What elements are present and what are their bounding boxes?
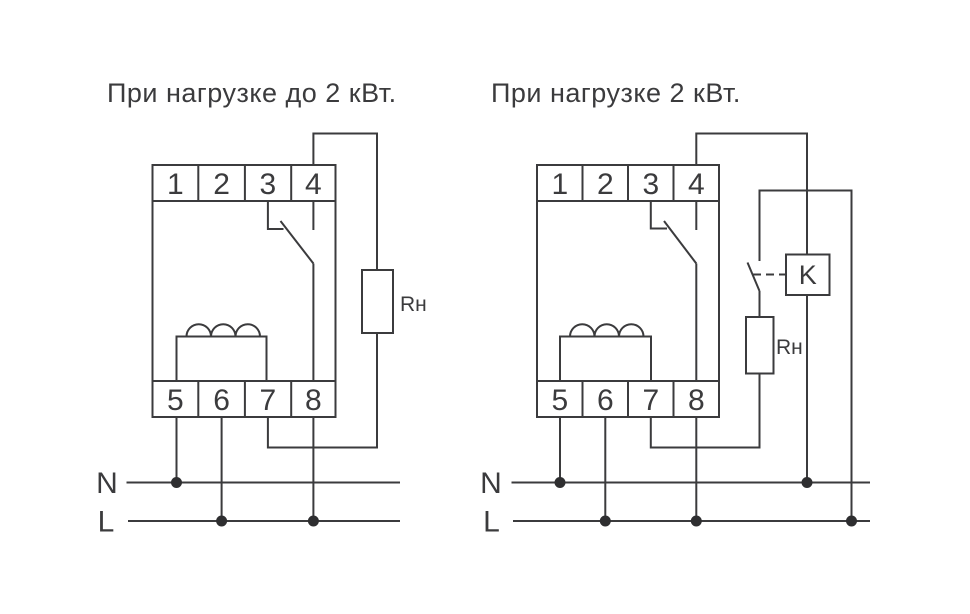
resistor-body (361, 269, 394, 334)
coil-leads (559, 335, 652, 381)
relay-contact-symbol (649, 201, 698, 381)
relay-device: 1 2 3 4 5 6 7 8 (536, 164, 720, 418)
neutral-label: N (480, 467, 502, 500)
terminal-cell-dividers (581, 165, 675, 417)
terminal-label-6: 6 (597, 384, 614, 417)
relay-device: 1 2 3 4 5 6 7 8 (151, 164, 337, 418)
load-resistor: Rн (361, 269, 427, 334)
coil-symbol (559, 323, 652, 381)
terminal-label-7: 7 (260, 384, 277, 417)
junction-dot (171, 477, 182, 488)
wire-terminal4-to-load (312, 132, 378, 270)
terminal-label-2: 2 (597, 168, 614, 201)
line-label: L (98, 506, 115, 539)
neutral-bus: N (96, 467, 400, 500)
terminal-label-8: 8 (305, 384, 322, 417)
terminal-label-7: 7 (642, 384, 659, 417)
wire-load-to-terminal7 (266, 333, 378, 449)
contact-blade (279, 220, 315, 265)
terminal-label-4: 4 (688, 168, 705, 201)
load-label: Rн (776, 336, 803, 359)
junction-dot (690, 515, 702, 527)
terminal-label-5: 5 (167, 384, 184, 417)
contactor-label: K (799, 260, 817, 290)
coil-symbol (175, 323, 268, 381)
contactor-switch-symbol (746, 262, 786, 317)
junction-dot (216, 515, 228, 527)
relay-contact-symbol (266, 201, 315, 381)
switch-blade (746, 262, 761, 292)
coil-windings (569, 323, 645, 337)
relay-outline (151, 164, 337, 418)
coil-windings (185, 323, 261, 337)
terminal-label-5: 5 (551, 384, 568, 417)
junction-dot (846, 515, 857, 527)
resistor-body (745, 316, 775, 375)
wire-load-to-terminal7 (649, 373, 761, 449)
terminal-label-3: 3 (642, 168, 659, 201)
wire-terminal4-to-contactor (695, 132, 808, 255)
terminal-label-2: 2 (213, 168, 230, 201)
relay-outline (536, 164, 720, 418)
load-resistor: Rн (745, 316, 803, 375)
diagram-title: При нагрузке до 2 кВт. (107, 78, 397, 108)
diagram-load-up-to-2kw: При нагрузке до 2 кВт. 1 2 3 4 5 6 7 8 (96, 78, 427, 539)
terminal-cell-dividers (197, 165, 293, 417)
junction-dot (554, 477, 566, 488)
junction-dot (307, 515, 319, 527)
contact-fixed-terminal3 (649, 201, 667, 230)
contact-blade (663, 220, 698, 265)
junction-dot (801, 477, 813, 488)
contactor-coil: K (785, 253, 831, 296)
load-label: Rн (400, 293, 427, 316)
neutral-label: N (96, 467, 118, 500)
terminal-label-1: 1 (167, 168, 184, 201)
terminal-label-6: 6 (213, 384, 230, 417)
diagram-title: При нагрузке 2 кВт. (491, 78, 741, 108)
terminal-label-1: 1 (551, 168, 568, 201)
wire-line-to-switch (758, 189, 853, 521)
coil-leads (175, 335, 268, 381)
line-bus: L (483, 506, 870, 539)
contact-fixed-terminal3 (266, 201, 284, 230)
junction-dot (599, 515, 611, 527)
terminal-label-3: 3 (260, 168, 277, 201)
terminal-label-8: 8 (688, 384, 705, 417)
line-bus: L (98, 506, 400, 539)
line-label: L (483, 506, 500, 539)
diagram-load-2kw: При нагрузке 2 кВт. 1 2 3 4 5 6 7 8 (480, 78, 870, 539)
contactor-box (785, 253, 831, 296)
terminal-label-4: 4 (305, 168, 322, 201)
